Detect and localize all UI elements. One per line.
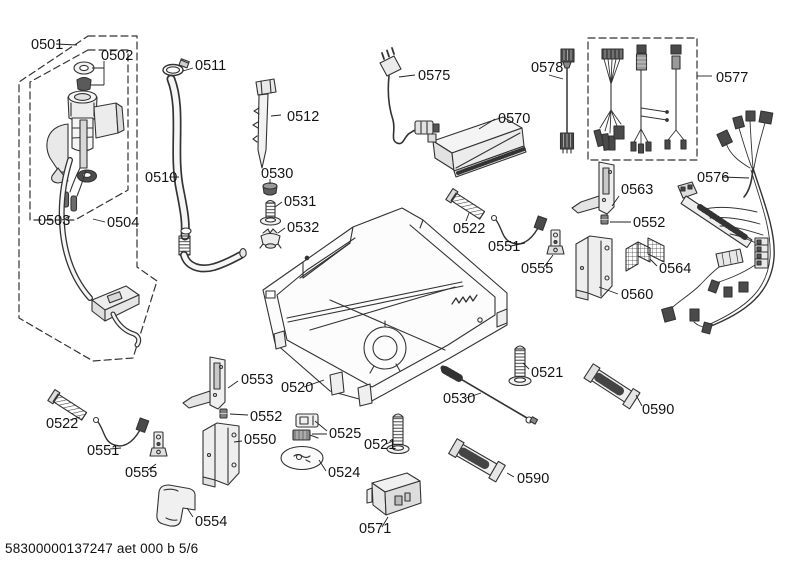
label-0510: 0510 xyxy=(145,170,177,186)
drawing-screw-with-flange xyxy=(259,199,282,226)
label-0553: 0553 xyxy=(241,372,273,388)
label-0550: 0550 xyxy=(244,432,276,448)
drawing-saddle-bracket xyxy=(156,484,196,527)
label-0563: 0563 xyxy=(621,182,653,198)
drawing-adjusting-foot xyxy=(259,228,282,249)
label-0532: 0532 xyxy=(287,220,319,236)
drawing-fixing-strip-right xyxy=(583,363,639,409)
label-0555-left: 0555 xyxy=(125,465,157,481)
label-0578: 0578 xyxy=(531,60,563,76)
drawing-ribbon-cable xyxy=(559,48,575,154)
drawing-cap xyxy=(262,182,278,196)
label-0577: 0577 xyxy=(716,70,748,86)
label-0571: 0571 xyxy=(359,521,391,537)
drawing-switch-cable-left xyxy=(92,416,150,447)
label-0570: 0570 xyxy=(498,111,530,127)
drawing-contact-grid xyxy=(625,237,665,272)
label-0504: 0504 xyxy=(107,215,139,231)
label-0522-left: 0522 xyxy=(46,416,78,432)
drawing-rotary-disc xyxy=(280,445,324,471)
drawing-holder-left xyxy=(149,431,168,457)
part-labels: 0501 0502 0511 0578 0575 0577 0512 0570 … xyxy=(31,37,748,537)
drawing-aquastop-group-outline xyxy=(18,35,158,362)
label-0530-top: 0530 xyxy=(261,166,293,182)
drawing-cover-box xyxy=(366,472,422,516)
drawing-mounting-rail xyxy=(252,78,277,169)
label-0522-mid: 0522 xyxy=(453,221,485,237)
leader-lines xyxy=(55,43,750,528)
label-0552-right: 0552 xyxy=(633,215,665,231)
drawing-switch-set xyxy=(292,413,319,441)
drawing-cable-set xyxy=(587,37,698,161)
label-0564: 0564 xyxy=(659,261,691,277)
drawing-hose-clamp xyxy=(162,58,190,77)
label-0520: 0520 xyxy=(281,380,313,396)
label-0511: 0511 xyxy=(195,58,226,74)
drawing-bracket-left-upper xyxy=(182,356,226,410)
label-0552-left: 0552 xyxy=(250,409,282,425)
label-0530-bottom: 0530 xyxy=(443,391,475,407)
label-0555-mid: 0555 xyxy=(521,261,553,277)
drawing-holder-right xyxy=(546,229,565,255)
label-0502: 0502 xyxy=(101,48,133,64)
drawing-clip-right xyxy=(600,214,609,225)
label-0590-bottom: 0590 xyxy=(517,471,549,487)
drawing-aquastop-valve xyxy=(46,61,142,348)
drawing-bracket-right-upper xyxy=(571,161,615,215)
label-0524: 0524 xyxy=(328,465,360,481)
drawing-screw-right xyxy=(508,345,532,387)
drawing-bracket-left-lower xyxy=(202,422,240,488)
label-0590-right: 0590 xyxy=(642,402,674,418)
label-0525: 0525 xyxy=(329,426,361,442)
label-0501: 0501 xyxy=(31,37,63,53)
drawing-bracket-right-lower xyxy=(575,235,613,301)
drawing-wiring-harness xyxy=(661,110,775,335)
drawing-damper-sleeve-right xyxy=(445,188,487,222)
label-0521-right: 0521 xyxy=(531,365,563,381)
drawing-inlet-hose xyxy=(166,74,247,273)
label-0512: 0512 xyxy=(287,109,319,125)
label-0521-bottom: 0521 xyxy=(364,437,396,453)
drawing-linkage-rod xyxy=(440,365,539,425)
label-0503: 0503 xyxy=(38,213,70,229)
drawing-power-cord xyxy=(379,47,440,145)
drawing-base-assembly xyxy=(262,207,508,407)
label-0560: 0560 xyxy=(621,287,653,303)
document-number: 58300000137247 aet 000 b 5/6 xyxy=(5,541,199,556)
label-0551-left: 0551 xyxy=(87,443,119,459)
label-0576: 0576 xyxy=(697,170,729,186)
label-0551-mid: 0551 xyxy=(488,239,520,255)
drawing-clip-left xyxy=(219,408,228,419)
label-0531: 0531 xyxy=(284,194,316,210)
drawing-fixing-strip-bottom xyxy=(448,438,505,482)
label-0554: 0554 xyxy=(195,514,227,530)
drawing-control-module xyxy=(427,116,527,178)
label-0575: 0575 xyxy=(418,68,450,84)
